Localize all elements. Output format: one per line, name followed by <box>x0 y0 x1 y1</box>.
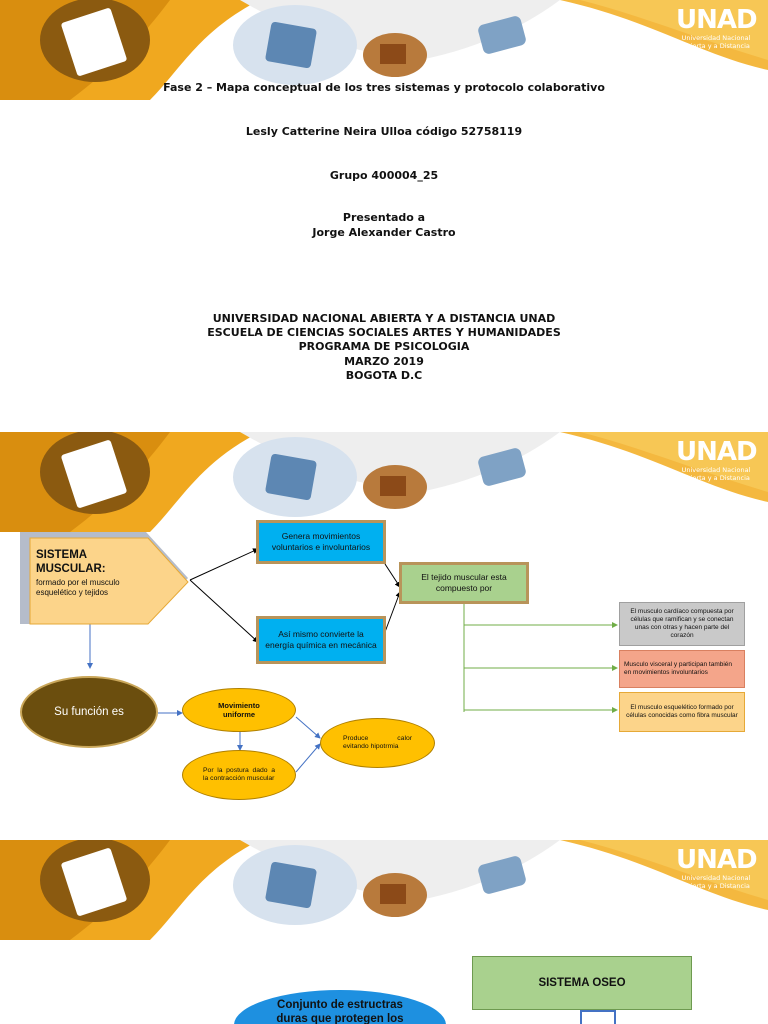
logo-line-1: Universidad Nacional <box>681 34 751 42</box>
postura-ellipse: Por la postura dado a la contracción mus… <box>182 750 296 800</box>
cover-school: ESCUELA DE CIENCIAS SOCIALES ARTES Y HUM… <box>207 326 561 339</box>
clipboard-icon <box>265 21 317 69</box>
cover-program: PROGRAMA DE PSICOLOGIA <box>298 340 470 353</box>
logo-line-1: Universidad Nacional <box>681 466 751 474</box>
cardiaco-box: El musculo cardíaco compuesta por célula… <box>619 602 745 646</box>
logo-line-1: Universidad Nacional <box>681 874 751 882</box>
muscular-title-block: SISTEMA MUSCULAR: formado por el musculo… <box>36 548 156 618</box>
funcion-ellipse: Su función es <box>20 676 158 748</box>
cover-city: BOGOTA D.C <box>345 369 423 382</box>
oseo-connector <box>580 1010 616 1024</box>
notepad-icon <box>61 8 127 76</box>
energia-box: Así mismo convierte la energía química e… <box>256 616 386 664</box>
unad-logo: UNAD Universidad Nacional Abierta y a Di… <box>676 437 758 482</box>
unad-logo: UNAD Universidad Nacional Abierta y a Di… <box>676 845 758 890</box>
logo-mark: UNAD <box>676 5 758 35</box>
notepad-icon <box>61 848 127 916</box>
cover-slide: UNAD Universidad Nacional Abierta y a Di… <box>0 0 768 408</box>
cover-title: Fase 2 – Mapa conceptual de los tres sis… <box>163 81 605 94</box>
connector-lines <box>20 532 618 773</box>
slide-gap <box>0 816 768 840</box>
clipboard-icon <box>265 861 317 909</box>
unad-logo: UNAD Universidad Nacional Abierta y a Di… <box>676 5 758 50</box>
visceral-box: Musculo visceral y participan también en… <box>619 650 745 688</box>
cover-presented-to: Presentado a <box>342 211 426 224</box>
conjunto-ellipse: Conjunto de estructras duras que protege… <box>234 990 446 1024</box>
cover-author: Lesly Catterine Neira Ulloa código 52758… <box>245 125 523 138</box>
box-icon <box>380 884 406 904</box>
muscular-shape <box>29 537 189 625</box>
bone-system-slide: UNAD Universidad Nacional Abierta y a Di… <box>0 840 768 1024</box>
logo-mark: UNAD <box>676 845 758 875</box>
slide-gap <box>0 408 768 432</box>
logo-line-2: Abierta y a Distancia <box>682 882 750 890</box>
notepad-icon <box>61 440 127 508</box>
calor-ellipse: Produce calor evitando hipotrmia <box>320 718 435 768</box>
cover-university: UNIVERSIDAD NACIONAL ABIERTA Y A DISTANC… <box>212 312 556 325</box>
muscular-subtitle: formado por el musculo esquelético y tej… <box>36 578 120 597</box>
clipboard-icon <box>265 453 317 501</box>
sistema-oseo-box: SISTEMA OSEO <box>472 956 692 1010</box>
cover-teacher: Jorge Alexander Castro <box>312 226 456 239</box>
cover-date: MARZO 2019 <box>344 355 424 368</box>
box-icon <box>380 44 406 64</box>
logo-line-2: Abierta y a Distancia <box>682 474 750 482</box>
muscular-system-slide: UNAD Universidad Nacional Abierta y a Di… <box>0 432 768 816</box>
logo-mark: UNAD <box>676 437 758 467</box>
esqueletico-box: El musculo esquelético formado por célul… <box>619 692 745 732</box>
cover-group: Grupo 400004_25 <box>329 169 439 182</box>
decorative-banner <box>0 0 768 100</box>
logo-line-2: Abierta y a Distancia <box>682 42 750 50</box>
decorative-banner <box>0 432 768 532</box>
uniforme-ellipse: Movimiento uniforme <box>182 688 296 732</box>
tejido-box: El tejido muscular esta compuesto por <box>399 562 529 604</box>
box-icon <box>380 476 406 496</box>
muscular-title-line-2: MUSCULAR: <box>36 563 106 575</box>
movimientos-box: Genera movimientos voluntarios e involun… <box>256 520 386 564</box>
muscular-title-line-1: SISTEMA <box>36 549 88 561</box>
decorative-banner <box>0 840 768 940</box>
